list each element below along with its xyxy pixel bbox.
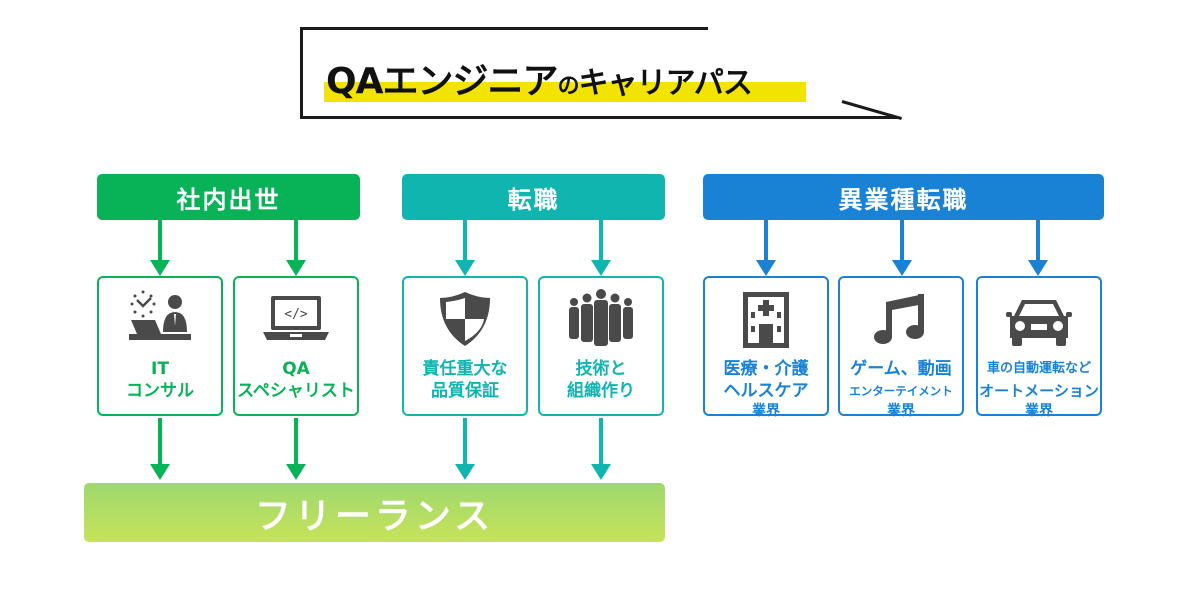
hospital-icon (731, 288, 801, 352)
box-label-line1: IT (151, 359, 169, 379)
box-label-line2: エンターテイメント (849, 384, 953, 398)
freelance-bar: フリーランス (84, 483, 665, 542)
title-frame-top (300, 27, 708, 30)
arrow-down (892, 220, 912, 276)
arrow-down (1028, 220, 1048, 276)
box-label-line1: 車の自動運転など (986, 361, 1091, 376)
arrow-down (286, 220, 306, 276)
title-frame-bottom (300, 116, 898, 119)
car-icon (1004, 288, 1074, 352)
box-label-line2: オートメーション (979, 382, 1099, 400)
title-highlight (324, 82, 806, 102)
box-label-line3: 業界 (887, 403, 915, 419)
title-part-particle: の (557, 74, 579, 99)
shield-icon (430, 288, 500, 352)
consultant-icon (125, 288, 195, 352)
arrow-down (286, 418, 306, 480)
career-box-automation: 車の自動運転などオートメーション業界 (976, 276, 1102, 419)
svg-text:</>: </> (284, 307, 308, 322)
box-label-line2: ヘルスケア (723, 381, 809, 401)
category-cross-industry: 異業種転職 (703, 174, 1104, 220)
box-label-line2: 組織作り (567, 381, 635, 401)
career-box-quality-assurance: 責任重大な品質保証 (402, 276, 528, 416)
box-label-line1: 技術と (575, 359, 627, 379)
category-label: 社内出世 (176, 185, 281, 214)
category-job-change: 転職 (402, 174, 665, 220)
page-title: QAエンジニアのキャリアパス (326, 52, 753, 104)
arrow-down (591, 220, 611, 276)
arrow-down (150, 418, 170, 480)
box-label-line3: 業界 (752, 403, 780, 419)
career-box-entertainment: ゲーム、動画エンターテイメント業界 (838, 276, 964, 419)
team-icon (566, 288, 636, 352)
arrow-down (455, 220, 475, 276)
arrow-down (756, 220, 776, 276)
box-label-line1: 責任重大な (422, 359, 508, 379)
title-part-career: キャリアパス (578, 66, 752, 101)
laptop-code-icon: </> (261, 288, 331, 352)
category-internal-promotion: 社内出世 (97, 174, 360, 220)
title-part-main: QAエンジニア (326, 61, 558, 102)
arrow-down (455, 418, 475, 480)
arrow-down (150, 220, 170, 276)
category-label: 転職 (507, 185, 560, 214)
box-label-line1: 医療・介護 (723, 359, 809, 379)
music-note-icon (866, 288, 936, 352)
box-label-line2: スペシャリスト (237, 381, 355, 401)
category-label: 異業種転職 (838, 185, 969, 214)
box-label-line1: ゲーム、動画 (850, 359, 952, 379)
box-label-line2: 品質保証 (431, 381, 499, 401)
box-label-line1: QA (282, 359, 310, 379)
freelance-label: フリーランス (254, 495, 495, 537)
box-label-line3: 業界 (1024, 403, 1053, 419)
career-box-tech-organization: 技術と組織作り (538, 276, 664, 416)
career-box-healthcare: 医療・介護ヘルスケア業界 (703, 276, 829, 419)
box-label-line2: コンサル (126, 381, 194, 401)
arrow-down (591, 418, 611, 480)
title-frame-left (300, 27, 303, 119)
